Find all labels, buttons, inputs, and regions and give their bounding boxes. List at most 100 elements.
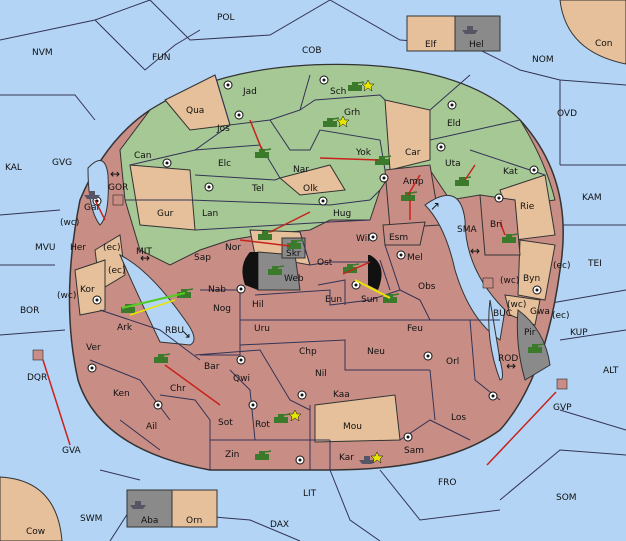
army-elc[interactable] — [255, 148, 272, 158]
label-Uru: Uru — [254, 324, 270, 334]
label-LIT: LIT — [303, 489, 317, 499]
fleet-gvp[interactable] — [556, 378, 568, 390]
svg-text:↗: ↗ — [430, 199, 440, 213]
fleet-dqr[interactable] — [32, 349, 44, 361]
army-chr[interactable] — [154, 353, 171, 363]
fleet-kar[interactable] — [359, 456, 375, 464]
label-OVD: OVD — [557, 109, 577, 119]
province-esm[interactable] — [382, 221, 426, 246]
army-amp[interactable] — [401, 191, 418, 201]
label-GVG: GVG — [52, 158, 72, 168]
coast-tag: (ec) — [553, 261, 571, 271]
label-Kat: Kat — [503, 167, 518, 177]
label-NOM: NOM — [532, 55, 554, 65]
army-grh[interactable] — [323, 117, 340, 127]
label-Orl: Orl — [446, 357, 459, 367]
label-Chp: Chp — [299, 347, 317, 357]
army-yok[interactable] — [375, 155, 392, 165]
label-Zin: Zin — [225, 450, 239, 460]
label-Nar: Nar — [293, 165, 309, 175]
label-Gwa: Gwa — [530, 307, 550, 317]
army-sch[interactable] — [348, 81, 365, 91]
label-Gur: Gur — [157, 209, 174, 219]
province-car[interactable] — [384, 99, 431, 171]
label-KUP: KUP — [570, 328, 588, 338]
army-bri[interactable] — [502, 233, 519, 243]
label-Con: Con — [595, 39, 613, 49]
label-Tel: Tel — [251, 184, 264, 194]
land-hel[interactable] — [454, 15, 501, 52]
coast-tag: (ec) — [108, 266, 126, 276]
label-Rot: Rot — [255, 420, 270, 430]
label-FUN: FUN — [152, 53, 171, 63]
label-BOR: BOR — [20, 306, 39, 316]
label-Mel: Mel — [407, 253, 423, 263]
army-pir[interactable] — [528, 343, 545, 353]
label-Bri: Bri — [490, 220, 502, 230]
fleet-gor[interactable] — [112, 194, 124, 206]
army-ost[interactable] — [343, 263, 360, 273]
label-Uta: Uta — [445, 159, 461, 169]
label-Kaa: Kaa — [333, 390, 350, 400]
label-Chr: Chr — [170, 384, 186, 394]
label-Jad: Jad — [242, 87, 257, 97]
province-gur[interactable] — [129, 164, 196, 231]
label-FRO: FRO — [438, 478, 457, 488]
label-Sun: Sun — [361, 295, 378, 305]
orders — [42, 119, 557, 466]
label-Qwi: Qwi — [233, 374, 250, 384]
label-RBU: RBU — [165, 326, 184, 336]
sea-sma[interactable] — [424, 195, 506, 341]
army-zin[interactable] — [255, 450, 272, 460]
army-sun[interactable] — [383, 293, 400, 303]
north-region — [119, 64, 556, 266]
land-elf[interactable] — [406, 15, 456, 52]
label-Wil: Wil — [356, 234, 370, 244]
label-Can: Can — [134, 151, 152, 161]
coast-tag: (wc) — [507, 300, 526, 310]
label-Sap: Sap — [194, 253, 211, 263]
label-BUC: BUC — [493, 309, 512, 319]
label-Jos: Jos — [216, 124, 230, 134]
coast-tag: (ec) — [103, 243, 121, 253]
label-Ost: Ost — [317, 258, 333, 268]
label-Nab: Nab — [208, 285, 226, 295]
army-nab[interactable] — [177, 288, 194, 298]
label-DQR: DQR — [27, 373, 47, 383]
label-Amp: Amp — [403, 177, 424, 187]
supply-centers — [87, 75, 542, 465]
label-Nor: Nor — [225, 243, 241, 253]
label-SOM: SOM — [556, 493, 577, 503]
label-Feu: Feu — [407, 324, 423, 334]
label-Ark: Ark — [117, 323, 133, 333]
province-gwa[interactable] — [504, 294, 541, 326]
fleet-hel[interactable] — [462, 26, 478, 34]
coast-tag: (wc) — [500, 276, 519, 286]
svg-text:↔: ↔ — [506, 359, 516, 373]
star-icon — [370, 451, 384, 464]
units — [32, 26, 568, 509]
label-DAX: DAX — [270, 520, 289, 530]
map-labels: POL COB FUN NVM NOM Elf Hel Con OVD KAL … — [5, 13, 619, 537]
fleet-gar[interactable] — [84, 191, 100, 199]
label-GOR: GOR — [108, 183, 128, 193]
label-SWM: SWM — [80, 514, 102, 524]
label-GVP: GVP — [553, 403, 572, 413]
svg-text:↔: ↔ — [140, 251, 150, 265]
sea-gor[interactable] — [87, 160, 109, 226]
land-orn[interactable] — [171, 489, 218, 528]
label-MIT: MIT — [136, 247, 152, 257]
label-TEI: TEI — [587, 259, 602, 269]
label-POL: POL — [217, 13, 235, 23]
label-Skr: Skr — [286, 249, 301, 259]
army-web[interactable] — [268, 265, 285, 275]
province-olk[interactable] — [278, 164, 346, 196]
label-COB: COB — [302, 46, 322, 56]
label-GVA: GVA — [62, 446, 82, 456]
province-byn[interactable] — [517, 239, 556, 301]
fleet-aba[interactable] — [130, 501, 146, 509]
army-skr[interactable] — [287, 239, 304, 249]
label-Web: Web — [284, 274, 304, 284]
fleet-buc[interactable] — [482, 277, 494, 289]
